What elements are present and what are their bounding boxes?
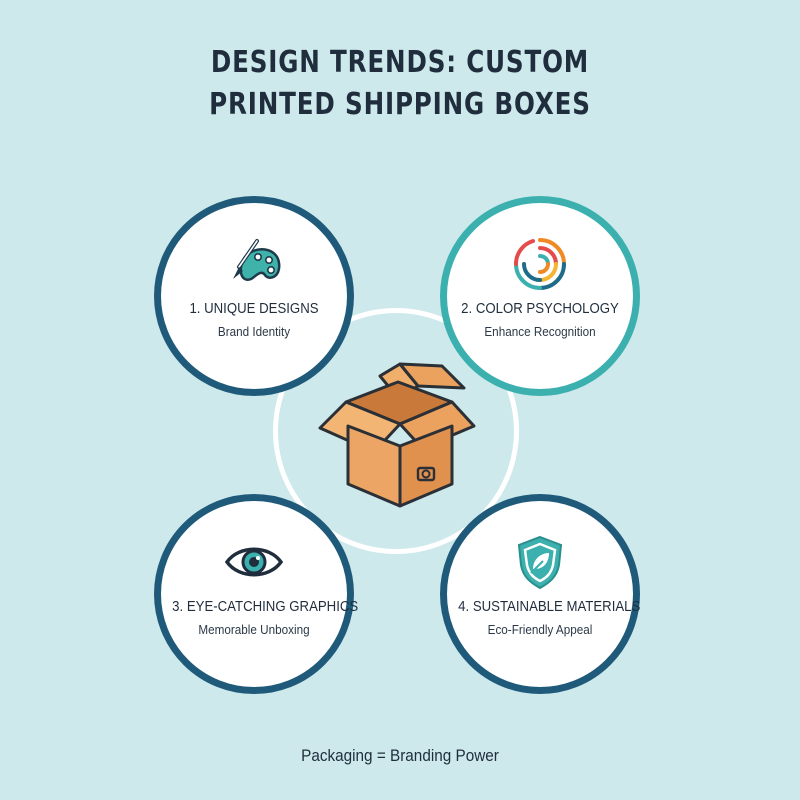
card-sustainable-materials: 4. SUSTAINABLE MATERIALS Eco-Friendly Ap… — [440, 494, 640, 694]
card-subtitle: Memorable Unboxing — [198, 622, 310, 637]
card-eye-catching-graphics: 3. EYE-CATCHING GRAPHICS Memorable Unbox… — [154, 494, 359, 694]
title-line-2: PRINTED SHIPPING BOXES — [209, 87, 591, 122]
eye-icon — [224, 533, 284, 591]
center-ring — [273, 308, 519, 554]
card-subtitle: Enhance Recognition — [484, 324, 596, 339]
card-color-psychology: 2. COLOR PSYCHOLOGY Enhance Recognition — [440, 196, 640, 396]
card-heading: 1. UNIQUE DESIGNS — [189, 300, 319, 317]
card-heading: 2. COLOR PSYCHOLOGY — [461, 300, 619, 317]
footer-caption: Packaging = Branding Power — [301, 746, 499, 765]
title-line-1: DESIGN TRENDS: CUSTOM — [210, 45, 590, 80]
card-subtitle: Eco-Friendly Appeal — [487, 622, 593, 637]
card-heading: 4. SUSTAINABLE MATERIALS — [458, 598, 641, 615]
card-subtitle: Brand Identity — [217, 324, 291, 339]
card-unique-designs: 1. UNIQUE DESIGNS Brand Identity — [154, 196, 354, 396]
color-swirl-icon — [511, 235, 569, 293]
open-box-icon — [318, 356, 476, 514]
page-title: DESIGN TRENDS: CUSTOM PRINTED SHIPPING B… — [72, 42, 728, 126]
eco-shield-icon — [511, 533, 569, 591]
card-heading: 3. EYE-CATCHING GRAPHICS — [172, 598, 359, 615]
paintbrush-palette-icon — [225, 235, 283, 293]
